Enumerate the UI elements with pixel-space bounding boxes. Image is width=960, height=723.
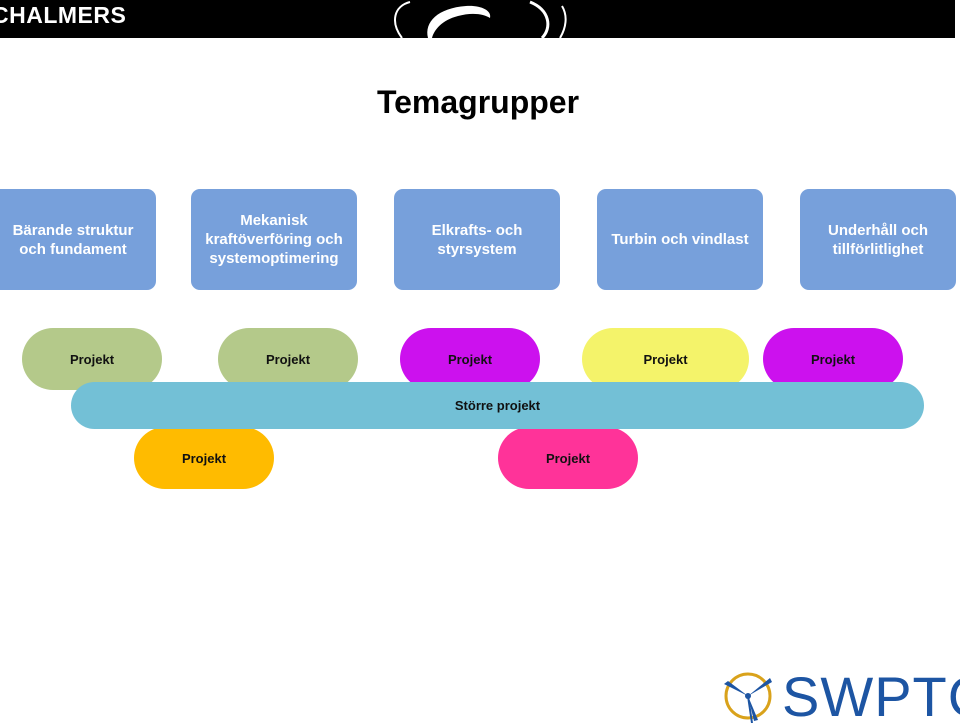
- theme-label: Mekanisk: [240, 212, 308, 229]
- theme-box: Turbin och vindlast: [597, 189, 763, 290]
- ornament-graphic: [394, 0, 567, 38]
- project-pill: Projekt: [498, 427, 638, 489]
- theme-label: styrsystem: [437, 240, 517, 258]
- project-pill: Projekt: [400, 328, 540, 390]
- theme-label: tillförlitlighet: [832, 240, 924, 258]
- project-pill: Projekt: [763, 328, 903, 390]
- theme-label: Turbin och vindlast: [611, 231, 749, 248]
- theme-label: Bärande struktur: [12, 221, 134, 239]
- project-pill: Projekt: [134, 427, 274, 489]
- wind-turbine-icon: [724, 672, 772, 723]
- larger-project-bar: Större projekt: [71, 382, 924, 429]
- project-pill: Projekt: [218, 328, 358, 390]
- slide-title: Temagrupper: [376, 84, 580, 120]
- theme-box: Mekanisk kraftöverföring och systemoptimer…: [191, 189, 357, 290]
- header-bar: CHALMERS: [0, 0, 955, 38]
- logo-text: SWPTC: [782, 670, 960, 723]
- theme-label: kraftöverföring och: [205, 231, 343, 248]
- theme-label: Underhåll och: [827, 221, 928, 239]
- theme-label: Elkrafts- och: [431, 221, 523, 239]
- theme-label: och fundament: [19, 240, 127, 258]
- swptc-logo: SWPTC: [714, 670, 960, 723]
- project-pill: Projekt: [582, 328, 749, 390]
- theme-label: systemoptimering: [209, 250, 339, 267]
- project-pill: Projekt: [22, 328, 162, 390]
- chalmers-logo: CHALMERS: [0, 2, 127, 28]
